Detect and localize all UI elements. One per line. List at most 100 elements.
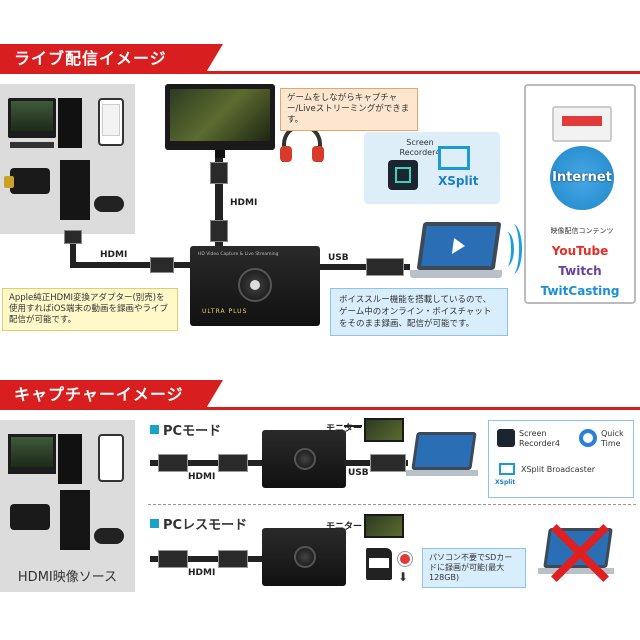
capture-device-pc-mode [262, 430, 346, 488]
apple-note: Apple純正HDMI変換アダプター(別売)を使用すればiOS端末の動画を録画や… [2, 288, 178, 331]
pc-tower-image-2 [58, 434, 82, 484]
play-icon [451, 238, 467, 254]
internet-panel: Internet 映像配信コンテンツ YouTube Twitch TwitCa… [524, 84, 636, 304]
camcorder-image [10, 168, 50, 194]
software-bubble: Screen Recorder4 XSplit [364, 132, 500, 204]
pc-mode-label: PCモード [150, 420, 221, 439]
laptop-crossed-base [538, 568, 614, 574]
pc-monitor-image-2 [8, 434, 56, 474]
section-title-live: ライブ配信イメージ [0, 44, 223, 74]
platform-twitch: Twitch [558, 264, 602, 278]
sd-note: パソコン不要でSDカードに録画が可能(最大128GB) [422, 548, 526, 588]
xsplit-icon [438, 146, 470, 170]
hdmi-connector-top-lower [210, 220, 228, 242]
device-button [238, 268, 272, 302]
hdmi-cable-pcless [150, 556, 262, 562]
smartphone-image [98, 98, 124, 146]
headset-ear-right [312, 146, 324, 162]
usb-label-live: USB [328, 253, 349, 263]
quicktime-icon [579, 429, 597, 447]
controller-image-2 [94, 528, 124, 544]
pc-tower-image [58, 98, 82, 148]
hdmi-connector-pc-mode-left [158, 454, 188, 472]
pc-monitor-image [8, 98, 56, 138]
monitor-label-1: モニター [326, 424, 363, 434]
controller-image [94, 196, 124, 212]
hdmi-cable-top [215, 158, 223, 246]
xsplit-mark: XSplit [495, 479, 516, 486]
hdmi-source-label: HDMI映像ソース [17, 570, 118, 585]
capture-device: HD Video Capture & Live Streaming ULTRA … [190, 246, 320, 326]
xsplit-label: XSplit [438, 174, 479, 188]
laptop-base-pc-mode [406, 470, 478, 476]
apps-bubble: Screen Recorder4 Quick Time XSplit XSpli… [488, 420, 634, 498]
camcorder-image-2 [10, 504, 50, 530]
source-panel-live [0, 84, 135, 234]
hdmi-connector-top [210, 162, 228, 184]
game-console-image [60, 160, 90, 220]
pc-mode-text: PCモード [163, 424, 222, 439]
hdmi-label-left: HDMI [100, 250, 128, 260]
pcless-mode-marker [150, 519, 159, 528]
laptop-base-live [410, 270, 502, 278]
usb-label-pc-mode: USB [348, 468, 369, 478]
usb-cable-live [320, 264, 410, 270]
mode-divider [148, 504, 636, 505]
laptop-live [416, 222, 502, 270]
device-header-text: HD Video Capture & Live Streaming [198, 252, 279, 257]
voice-note: ボイススルー機能を搭載しているので、ゲーム中のオンライン・ボイスチャットをそのま… [330, 288, 508, 336]
device-brand: ULTRA PLUS [202, 308, 248, 315]
hdmi-connector-pcless-left [158, 550, 188, 568]
mini-monitor-1 [364, 418, 404, 442]
record-icon [398, 552, 412, 566]
usb-connector-pc-mode [370, 454, 406, 472]
xsplit-broadcaster-label: XSplit Broadcaster [521, 465, 596, 474]
keyboard-image [10, 142, 54, 148]
xsplit-icon-2 [499, 463, 515, 475]
game-note: ゲームをしながらキャプチャー/Liveストリーミングができます。 [280, 88, 418, 131]
hdmi-label-pc-mode: HDMI [188, 472, 216, 482]
hdmi-cable-source-vertical [70, 236, 76, 266]
game-console-image-2 [60, 490, 90, 550]
section-bar-live: ライブ配信イメージ [0, 44, 640, 74]
hdmi-cable-source-horizontal [70, 262, 190, 268]
internet-label: Internet [552, 170, 612, 185]
platform-twitcasting: TwitCasting [540, 284, 620, 298]
monitor-label-2: モニター [326, 522, 363, 532]
screen-recorder-icon-2 [497, 429, 515, 447]
laptop-pc-mode [411, 432, 477, 470]
hdmi-connector-source [64, 230, 82, 244]
device-button-pcless [294, 546, 316, 568]
section-bar-capture: キャプチャーイメージ [0, 380, 640, 410]
sd-card-icon [366, 548, 392, 580]
headset-ear-left [280, 146, 292, 162]
hdmi-connector-pcless-right [218, 550, 248, 568]
source-panel-capture: HDMI映像ソース [0, 420, 135, 592]
monitor-stand [215, 150, 225, 158]
platform-youtube: YouTube [551, 244, 609, 258]
monitor-line-1 [344, 425, 362, 427]
hdmi-connector-device-left [150, 257, 174, 273]
screen-recorder-icon [388, 160, 418, 190]
hdmi-label-top: HDMI [230, 198, 258, 208]
mini-monitor-2 [364, 514, 404, 538]
pc-mode-marker [150, 425, 159, 434]
pcless-mode-text: PCレスモード [163, 518, 248, 533]
device-button-pc-mode [294, 448, 316, 470]
usb-connector-live [366, 258, 404, 276]
hdmi-label-pcless: HDMI [188, 568, 216, 578]
quicktime-label: Quick Time [601, 429, 624, 448]
hdmi-connector-pc-mode-right [218, 454, 248, 472]
section-title-capture: キャプチャーイメージ [0, 380, 223, 410]
download-icon: ⬇ [398, 570, 409, 584]
hdmi-cable-pc-mode [150, 460, 262, 466]
cross-icon [546, 520, 612, 586]
content-label: 映像配信コンテンツ [550, 227, 614, 235]
screen-recorder-label: Screen Recorder4 [399, 138, 441, 157]
screen-recorder-label-2: Screen Recorder4 [519, 429, 560, 448]
capture-device-pcless [262, 528, 346, 586]
smartphone-image-2 [98, 434, 124, 482]
wireless-wave-2 [504, 224, 522, 274]
pcless-mode-label: PCレスモード [150, 514, 247, 533]
router-icon [552, 106, 612, 142]
